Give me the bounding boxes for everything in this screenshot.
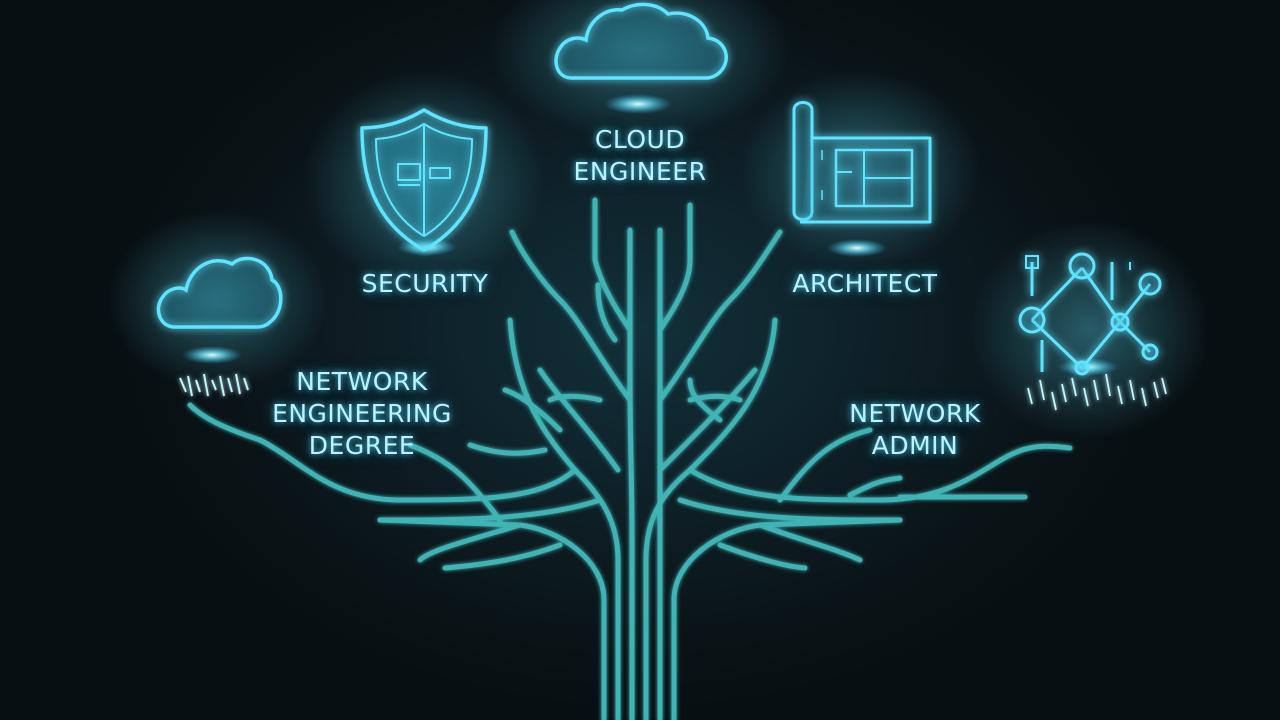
blueprint-icon — [792, 101, 932, 224]
network-topology-icon — [1018, 252, 1162, 376]
network-engineering-degree-line-2: ENGINEERING — [272, 399, 452, 428]
data-stream-icon — [1027, 373, 1167, 411]
network-admin-line-1: NETWORK — [849, 399, 981, 428]
network-engineering-degree-label: NETWORK ENGINEERING DEGREE — [262, 366, 462, 462]
cloud-icon — [156, 256, 283, 329]
cloud-engineer-label: CLOUD ENGINEER — [560, 124, 720, 188]
network-engineering-degree-line-1: NETWORK — [296, 367, 428, 396]
security-line-1: SECURITY — [361, 269, 489, 298]
network-admin-label: NETWORK ADMIN — [830, 398, 1000, 462]
data-stream-icon — [179, 373, 249, 397]
cloud-icon — [554, 2, 728, 80]
network-engineering-degree-line-3: DEGREE — [308, 431, 416, 460]
network-admin-line-2: ADMIN — [871, 431, 959, 460]
architect-line-1: ARCHITECT — [792, 269, 938, 298]
tree-branches — [187, 197, 1073, 720]
architect-label: ARCHITECT — [780, 268, 950, 300]
cloud-engineer-line-2: ENGINEER — [573, 157, 707, 186]
security-label: SECURITY — [340, 268, 510, 300]
shield-icon — [360, 108, 488, 252]
cloud-engineer-line-1: CLOUD — [594, 125, 686, 154]
